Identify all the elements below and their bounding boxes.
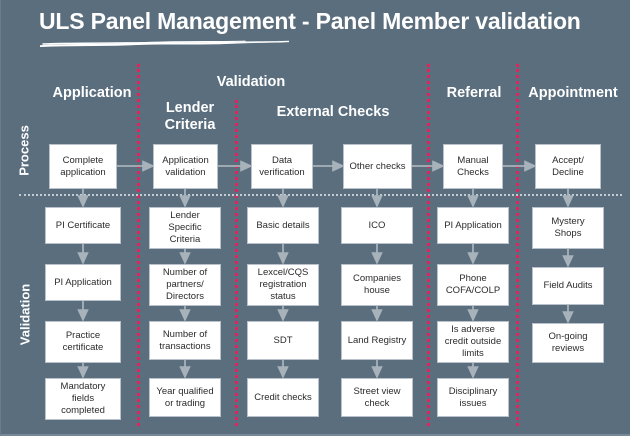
node-validation-referral-1[interactable]: Phone COFA/COLP (437, 264, 509, 306)
phase-header-lender-criteria: Lender Criteria (164, 100, 216, 133)
node-validation-application-1[interactable]: PI Application (45, 264, 121, 301)
swimlane-label-process: Process (16, 125, 32, 176)
node-validation-external-data-2[interactable]: SDT (247, 321, 319, 360)
phase-header-external-checks: External Checks (276, 104, 390, 120)
node-validation-application-2[interactable]: Practice certificate (45, 321, 121, 363)
phase-divider-1 (137, 64, 140, 426)
node-process-manual-checks[interactable]: Manual Checks (443, 144, 503, 189)
phase-header-referral: Referral (446, 85, 502, 101)
node-validation-appointment-1[interactable]: Field Audits (532, 267, 604, 305)
node-validation-external-other-2[interactable]: Land Registry (341, 321, 413, 360)
node-validation-lender-criteria-0[interactable]: Lender Specific Criteria (149, 207, 221, 249)
page-title: ULS Panel Management - Panel Member vali… (39, 8, 581, 34)
node-process-lender-criteria[interactable]: Application validation (153, 144, 218, 189)
node-validation-application-0[interactable]: PI Certificate (45, 207, 121, 244)
node-validation-appointment-2[interactable]: On-going reviews (532, 323, 604, 363)
title-underline-brushstroke (40, 40, 289, 47)
node-validation-external-data-0[interactable]: Basic details (247, 207, 319, 244)
phase-header-application: Application (52, 85, 132, 101)
node-validation-referral-2[interactable]: Is adverse credit outside limits (437, 321, 509, 363)
node-validation-external-other-1[interactable]: Companies house (341, 264, 413, 306)
node-process-application[interactable]: Complete application (49, 144, 117, 189)
node-validation-external-data-3[interactable]: Credit checks (247, 378, 319, 417)
node-validation-referral-3[interactable]: Disciplinary issues (437, 378, 509, 417)
node-process-data-verification[interactable]: Data verification (251, 144, 313, 189)
swimlane-label-validation: Validation (17, 283, 33, 346)
node-validation-lender-criteria-1[interactable]: Number of partners/ Directors (149, 264, 221, 306)
phase-divider-3 (427, 64, 430, 426)
node-validation-appointment-0[interactable]: Mystery Shops (532, 207, 604, 249)
node-validation-referral-0[interactable]: PI Application (437, 207, 509, 244)
node-validation-external-other-3[interactable]: Street view check (341, 378, 413, 417)
phase-header-appointment: Appointment (528, 85, 618, 101)
node-validation-application-3[interactable]: Mandatory fields completed (45, 378, 121, 420)
node-validation-lender-criteria-2[interactable]: Number of transactions (149, 321, 221, 360)
node-process-accept-decline[interactable]: Accept/ Decline (535, 144, 601, 189)
node-validation-lender-criteria-3[interactable]: Year qualified or trading (149, 378, 221, 417)
phase-header-validation: Validation (216, 74, 286, 90)
node-validation-external-data-1[interactable]: Lexcel/CQS registration status (247, 264, 319, 306)
swimlane-divider (19, 194, 622, 196)
phase-divider-2 (235, 100, 238, 426)
node-validation-external-other-0[interactable]: ICO (341, 207, 413, 244)
node-process-other-checks[interactable]: Other checks (343, 144, 412, 189)
phase-divider-4 (516, 64, 519, 426)
